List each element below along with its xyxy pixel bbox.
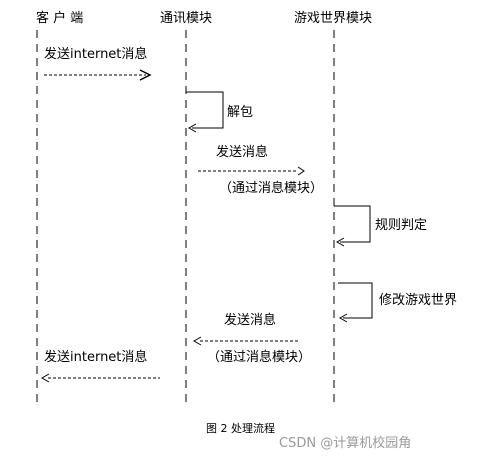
arrow-left-icon [338,313,348,323]
watermark: CSDN @计算机校园角 [279,435,411,451]
arrow-right-icon [139,69,152,81]
lane-client-label: 客 户 端 [36,10,83,26]
arrow-left-icon [192,336,202,346]
self-msg-rule-label: 规则判定 [375,218,427,233]
self-msg-unpack-label: 解包 [227,105,253,120]
msg-send-internet-2-label: 发送internet消息 [44,349,147,365]
msg-via-2-label: （通过消息模块） [207,349,311,365]
lane-game-label: 游戏世界模块 [294,11,372,26]
arrow-right-icon [297,166,305,176]
msg-via-1-label: （通过消息模块） [219,180,323,196]
lane-comm-label: 通讯模块 [160,11,212,26]
arrow-left-icon [187,123,197,133]
arrow-left-icon [335,237,345,247]
self-msg-modify-line [338,282,373,319]
figure-caption: 图 2 处理流程 [206,421,275,435]
self-msg-rule-line [334,205,371,243]
self-msg-modify-label: 修改游戏世界 [379,293,457,308]
msg-send-2-label: 发送消息 [224,312,276,328]
self-msg-unpack-line [186,91,224,129]
msg-send-internet-1-label: 发送internet消息 [44,46,147,62]
arrow-left-icon [40,373,50,383]
msg-send-1-label: 发送消息 [216,144,268,160]
